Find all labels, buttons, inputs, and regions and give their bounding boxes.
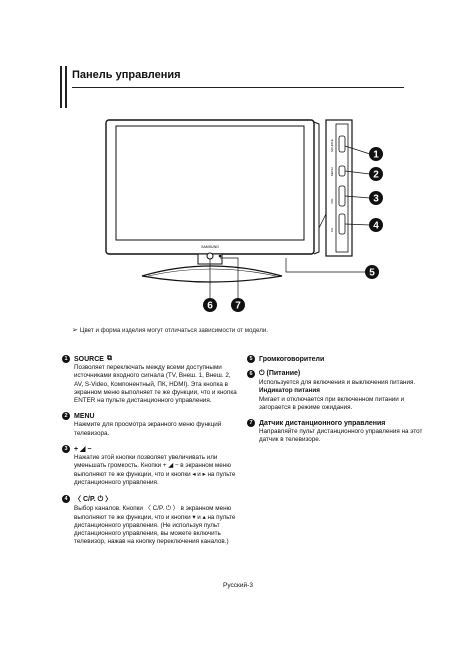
item-body: Направляйте пульт дистанционного управле… <box>259 428 423 444</box>
item-body: Нажмите для просмотра экранного меню фун… <box>74 421 222 437</box>
item-title: 〈 C/P. ⏻ 〉 <box>74 496 113 504</box>
side-button-ch <box>338 213 346 235</box>
tv-brand: SAMSUNG <box>201 245 219 249</box>
model-note: ➢Цвет и форма изделия могут отличаться з… <box>72 327 268 334</box>
indicator-body: Мигает и отключается при включенном пита… <box>259 395 405 411</box>
sensor-mark <box>218 254 222 258</box>
svg-text:3: 3 <box>373 194 379 205</box>
section-title: Панель управления <box>72 69 181 81</box>
side-label-ch: CH <box>330 228 334 232</box>
source-icon: ⧉ <box>106 355 112 362</box>
item-number: 7 <box>247 419 255 428</box>
section-marker <box>60 66 70 108</box>
note-arrow-icon: ➢ <box>72 327 78 334</box>
description-column-right: 5 Громкоговорители 6 ⏻ (Питание) Используе… <box>247 355 423 452</box>
item-body: Используется для включения и выключения … <box>259 379 416 386</box>
callout-4 <box>369 218 383 232</box>
svg-text:4: 4 <box>373 221 379 232</box>
callout-6 <box>203 298 217 312</box>
side-button-source <box>338 135 346 153</box>
svg-text:7: 7 <box>235 301 241 312</box>
side-button-vol <box>338 185 346 207</box>
item-power: 6 ⏻ (Питание) Используется для включения … <box>247 370 423 412</box>
callout-2 <box>369 167 383 181</box>
item-number: 1 <box>62 355 70 363</box>
item-number: 2 <box>62 412 70 421</box>
item-source: 1 SOURCE⧉ Позволяет переключать между все… <box>62 355 238 405</box>
item-number: 3 <box>62 445 70 454</box>
side-label-source: SOURCE <box>330 139 334 152</box>
callout-1 <box>369 147 383 161</box>
title-divider <box>72 87 404 88</box>
item-title: Громкоговорители <box>259 355 325 363</box>
callout-3 <box>369 191 383 205</box>
item-title: Датчик дистанционного управления <box>259 419 386 427</box>
item-channel: 4 〈 C/P. ⏻ 〉 Выбор каналов. Кнопки 〈 C/P.… <box>62 494 238 546</box>
page-number: Русский-3 <box>223 582 253 589</box>
callout-7 <box>231 298 245 312</box>
description-column-left: 1 SOURCE⧉ Позволяет переключать между все… <box>62 355 238 554</box>
item-menu: 2 MENU Нажмите для просмотра экранного ме… <box>62 412 238 438</box>
tv-illustration: SAMSUNG SOURCE MENU VOL CH <box>105 119 383 312</box>
power-button-mark <box>206 252 214 260</box>
item-title: SOURCE <box>74 355 104 363</box>
item-body: Выбор каналов. Кнопки 〈 C/P. ⏻ 〉 в экран… <box>74 505 236 546</box>
svg-text:6: 6 <box>207 301 213 312</box>
item-title: + ◢ − <box>74 446 92 454</box>
item-number: 5 <box>247 355 255 363</box>
indicator-title: Индикатор питания <box>259 387 320 395</box>
side-label-menu: MENU <box>330 167 334 176</box>
item-remote-sensor: 7 Датчик дистанционного управления Направ… <box>247 419 423 445</box>
tv-screen <box>115 125 305 241</box>
tv-stand <box>141 265 283 283</box>
svg-text:5: 5 <box>369 268 375 279</box>
svg-text:1: 1 <box>373 150 379 161</box>
item-title: ⏻ (Питание) <box>259 370 301 377</box>
item-number: 4 <box>62 495 70 504</box>
item-title: MENU <box>74 412 95 420</box>
item-speakers: 5 Громкоговорители <box>247 355 423 363</box>
tv-edge <box>313 121 320 255</box>
item-volume: 3 + ◢ − Нажатие этой кнопки позволяет уве… <box>62 445 238 487</box>
side-button-menu <box>338 165 346 177</box>
callout-5 <box>365 265 379 279</box>
item-number: 6 <box>247 370 255 378</box>
svg-text:2: 2 <box>373 170 379 181</box>
item-body: Нажатие этой кнопки позволяет увеличиват… <box>74 454 236 486</box>
item-body: Позволяет переключать между всеми доступ… <box>74 364 237 405</box>
side-label-vol: VOL <box>330 198 334 204</box>
